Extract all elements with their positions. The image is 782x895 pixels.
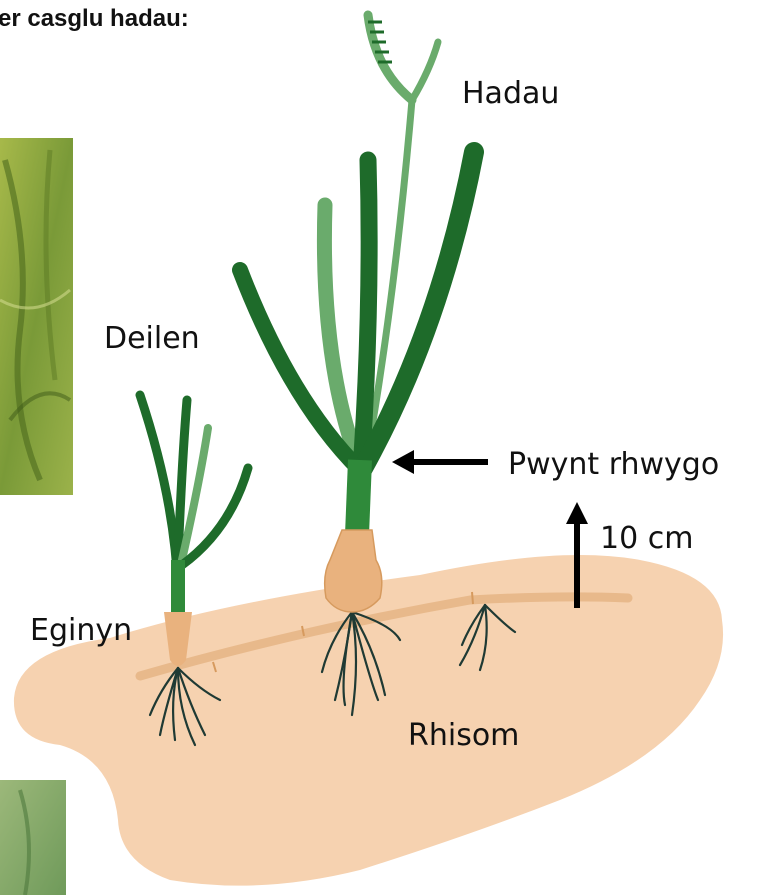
label-seeds: Hadau xyxy=(462,76,559,111)
seagrass-photo-bottom xyxy=(0,780,66,895)
page-heading: er casglu hadau: xyxy=(0,5,189,32)
label-scale: 10 cm xyxy=(600,521,693,556)
break-point-arrow xyxy=(392,450,488,474)
label-leaf: Deilen xyxy=(104,321,200,356)
seagrass-photo-top xyxy=(0,138,73,495)
label-break-point: Pwynt rhwygo xyxy=(508,447,719,482)
label-seedling: Eginyn xyxy=(30,613,132,648)
main-plant xyxy=(240,15,474,612)
label-rhizome: Rhisom xyxy=(408,718,519,753)
